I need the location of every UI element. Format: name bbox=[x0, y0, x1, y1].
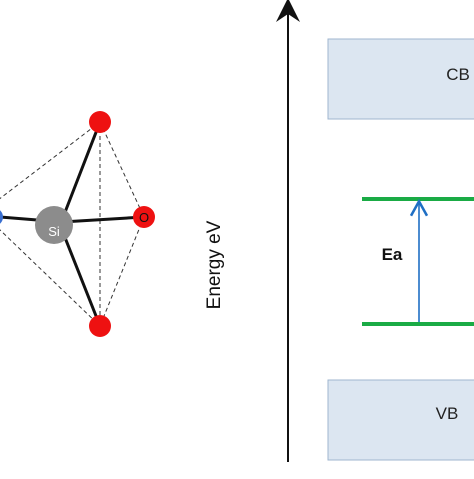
activation-energy-label: Ea bbox=[382, 245, 403, 264]
sio4-tetrahedron: O Si bbox=[0, 111, 155, 337]
edge-left-bottom bbox=[0, 229, 101, 327]
edge-right-bottom bbox=[99, 216, 145, 327]
valence-band-label: VB bbox=[436, 404, 459, 423]
bond-bottom bbox=[60, 228, 102, 328]
oxygen-atom-right bbox=[133, 206, 155, 228]
silicon-atom bbox=[35, 206, 73, 244]
oxygen-atom-left bbox=[0, 210, 3, 224]
edge-top-right bbox=[99, 121, 145, 218]
energy-axis-label: Energy eV bbox=[204, 220, 225, 309]
tetrahedron-edges bbox=[0, 121, 145, 327]
oxygen-atom-label: O bbox=[139, 210, 149, 225]
energy-diagram: Energy eV CB VB Ea bbox=[204, 0, 474, 462]
bond-right bbox=[60, 215, 146, 224]
oxygen-atom-bottom bbox=[89, 315, 111, 337]
conduction-band-label: CB bbox=[446, 65, 470, 84]
oxygen-atom-top bbox=[89, 111, 111, 133]
bond-top bbox=[60, 120, 102, 222]
bonds bbox=[0, 120, 146, 328]
valence-band bbox=[327, 379, 474, 461]
edge-left-top bbox=[0, 121, 101, 200]
conduction-band bbox=[327, 38, 474, 120]
silicon-atom-label: Si bbox=[48, 224, 60, 239]
